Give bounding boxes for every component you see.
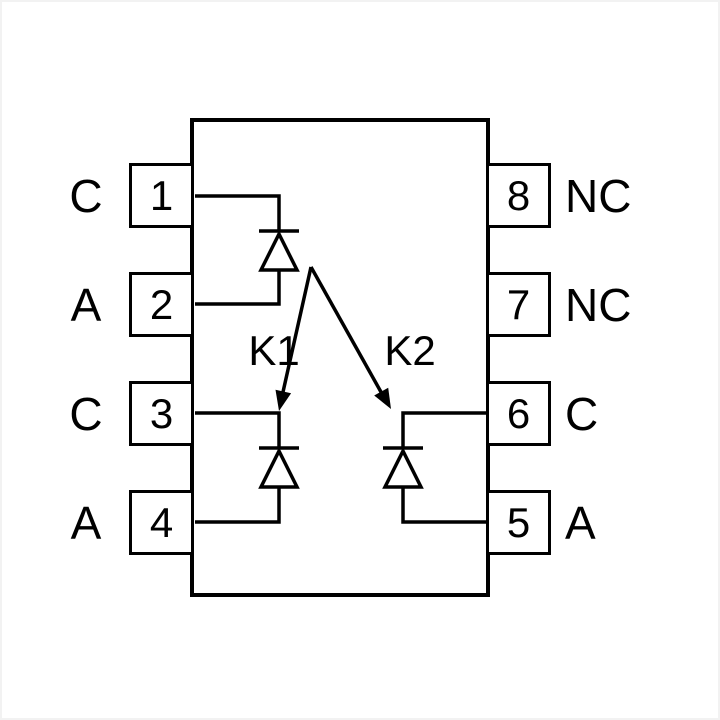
pin1-function-label: C — [69, 169, 103, 222]
pin-number-6: 6 — [506, 389, 531, 437]
pin-number-8: 8 — [506, 171, 531, 219]
k1-annotation: K1 — [248, 327, 300, 374]
pin-box-5: 5 — [486, 490, 551, 555]
pin4-function-label: A — [70, 496, 102, 549]
pin-number-2: 2 — [149, 280, 174, 328]
pin7-function-label: NC — [565, 278, 632, 331]
pin2-function-label: A — [70, 278, 102, 331]
pin-box-1: 1 — [129, 163, 194, 228]
pin6-function-label: C — [565, 387, 599, 440]
pin8-function-label: NC — [565, 169, 632, 222]
pin3-function-label: C — [69, 387, 103, 440]
pin-number-5: 5 — [506, 498, 531, 546]
pin-box-7: 7 — [486, 272, 551, 337]
pin-number-1: 1 — [149, 171, 174, 219]
pin-box-6: 6 — [486, 381, 551, 446]
pin-number-4: 4 — [149, 498, 174, 546]
pin-number-3: 3 — [149, 389, 174, 437]
pin-number-7: 7 — [506, 280, 531, 328]
pin-box-4: 4 — [129, 490, 194, 555]
pin-box-3: 3 — [129, 381, 194, 446]
pin-box-2: 2 — [129, 272, 194, 337]
pin-box-8: 8 — [486, 163, 551, 228]
k2-annotation: K2 — [384, 327, 436, 374]
pin5-function-label: A — [565, 496, 596, 549]
